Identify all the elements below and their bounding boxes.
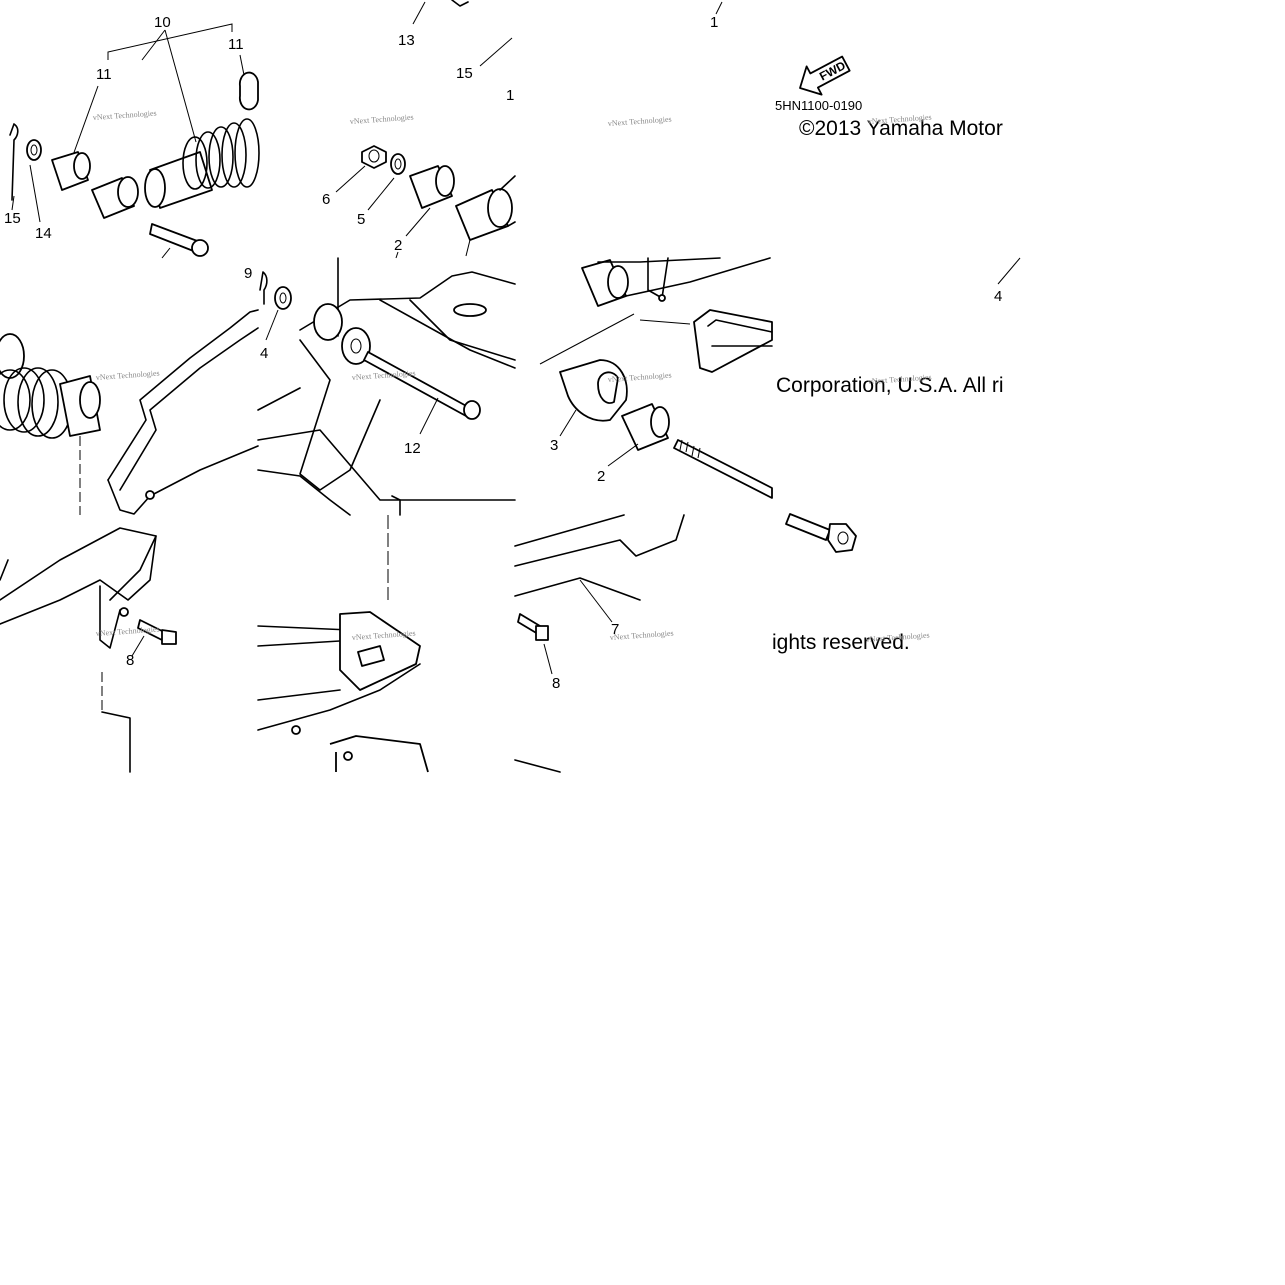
callout-8: 8 — [126, 652, 134, 669]
watermark: vNext Technologies — [96, 625, 160, 638]
callout-6: 6 — [322, 191, 330, 208]
callout-12: 12 — [404, 440, 421, 457]
callout-11: 11 — [96, 66, 112, 83]
callout-8: 8 — [552, 675, 560, 692]
tile-shock-lower — [0, 309, 259, 515]
watermark: vNext Technologies — [96, 369, 160, 382]
watermark: vNext Technologies — [350, 113, 414, 126]
callout-5: 5 — [357, 211, 365, 228]
watermark: vNext Technologies — [868, 373, 932, 386]
callout-15: 15 — [4, 210, 21, 227]
watermark: vNext Technologies — [352, 629, 416, 642]
copyright-line-3: ights reserved. — [772, 631, 910, 654]
tile-pivot — [257, 257, 516, 516]
callout-2: 2 — [394, 237, 402, 254]
callout-7: 7 — [611, 621, 619, 638]
tile-swingarm-end — [257, 515, 429, 773]
callout-9: 9 — [244, 265, 252, 282]
diagram-code: 5HN1100-0190 — [775, 98, 862, 113]
tile-shock-top — [9, 23, 260, 259]
watermark: vNext Technologies — [868, 113, 932, 126]
tile-collars-top — [335, 0, 516, 259]
watermark: vNext Technologies — [608, 371, 672, 384]
tile-plate — [514, 514, 685, 773]
watermark: vNext Technologies — [93, 109, 157, 122]
callout-2: 2 — [597, 468, 605, 485]
callout-4: 4 — [260, 345, 268, 362]
copyright-line-1: ©2013 Yamaha Motor — [799, 117, 1003, 140]
watermark: vNext Technologies — [608, 115, 672, 128]
callout-labels: 10 11 11 13 1 15 1 6 5 2 15 14 4 9 4 12 … — [4, 14, 1002, 692]
tile-header — [715, 1, 1021, 285]
watermark: vNext Technologies — [610, 629, 674, 642]
tile-guard-lower — [0, 527, 177, 773]
callout-1: 1 — [506, 87, 514, 104]
callout-4: 4 — [994, 288, 1002, 305]
copyright-line-2: Corporation, U.S.A. All ri — [776, 374, 1004, 397]
callout-3: 3 — [550, 437, 558, 454]
fwd-arrow-icon — [799, 55, 851, 96]
callout-13: 13 — [398, 32, 415, 49]
tile-bushings — [539, 257, 773, 499]
watermarks: vNext Technologies vNext Technologies vN… — [93, 109, 932, 644]
watermark: vNext Technologies — [866, 631, 930, 644]
tile-bolt — [785, 513, 857, 553]
callout-11: 11 — [228, 36, 244, 53]
callout-14: 14 — [35, 225, 52, 242]
callout-15: 15 — [456, 65, 473, 82]
callout-1: 1 — [710, 14, 718, 31]
callout-10: 10 — [154, 14, 171, 31]
watermark: vNext Technologies — [352, 369, 416, 382]
